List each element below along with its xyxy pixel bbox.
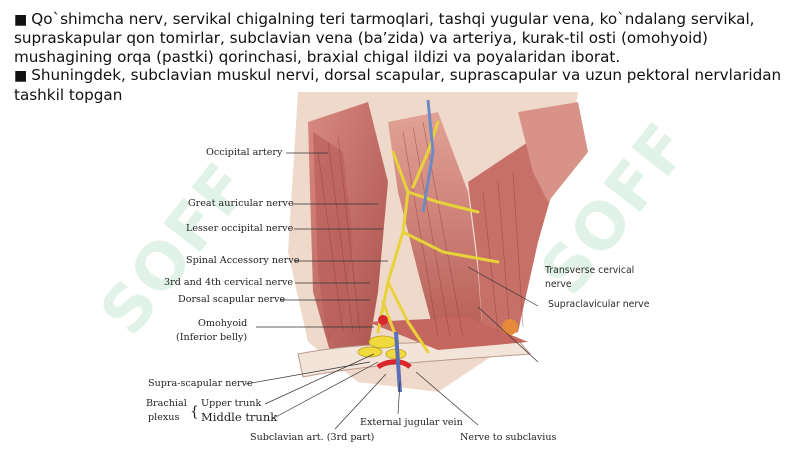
label-omohyoid: Omohyoid (198, 318, 248, 329)
label-great-auricular-nerve: Great auricular nerve (188, 198, 294, 209)
label-spinal-accessory-nerve: Spinal Accessory nerve (186, 255, 300, 266)
label-upper-trunk: Upper trunk (201, 398, 262, 409)
bullet-1: ■Qo`shimcha nerv, servikal chigalning te… (14, 10, 755, 66)
label-external-jugular-vein: External jugular vein (360, 417, 463, 428)
label-brachial: Brachial (146, 398, 187, 409)
label-nerve-to-subclavius: Nerve to subclavius (460, 432, 557, 443)
bullet-text: ■Qo`shimcha nerv, servikal chigalning te… (14, 10, 794, 104)
label-lesser-occipital-nerve: Lesser occipital nerve (186, 223, 294, 234)
label-dorsal-scapular-nerve: Dorsal scapular nerve (178, 294, 286, 305)
label-suprascapular-nerve: Supra-scapular nerve (148, 378, 253, 389)
label-supraclavicular-nerve: Supraclavicular nerve (548, 299, 650, 310)
label-middle-trunk: Middle trunk (201, 410, 278, 424)
bullet-2: ■Shuningdek, subclavian muskul nervi, do… (14, 66, 782, 104)
anatomy-figure: SOFF SOFF Occipital artery Great auricul… (86, 92, 705, 449)
label-plexus: plexus (148, 412, 180, 423)
bullet-square-icon: ■ (14, 68, 28, 85)
neck-illustration (245, 92, 588, 430)
brace: { (190, 404, 199, 420)
label-transverse-cervical-nerve: Transverse cervical nerve (545, 265, 635, 290)
label-cervical-nerve: 3rd and 4th cervical nerve (164, 277, 294, 288)
bullet-square-icon: ■ (14, 12, 28, 28)
label-subclavian-artery: Subclavian art. (3rd part) (250, 432, 375, 443)
label-omohyoid-inferior-belly: (Inferior belly) (176, 332, 248, 343)
label-occipital-artery: Occipital artery (206, 147, 283, 158)
